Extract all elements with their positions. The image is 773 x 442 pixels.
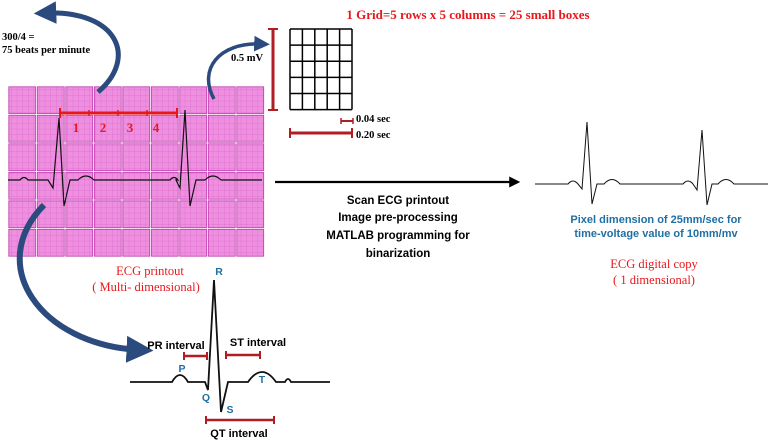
grid-legend-title: 1 Grid=5 rows x 5 columns = 25 small box… [346,7,589,22]
digital-caption-line-2: ( 1 dimensional) [613,273,695,287]
paper-small-grid [8,86,37,115]
grid-curved-arrow [206,35,270,100]
printout-caption-line-2: ( Multi- dimensional) [92,280,200,294]
paper-small-grid [207,143,236,172]
paper-small-grid [122,171,151,200]
paper-small-grid [207,114,236,143]
paper-small-grid [122,143,151,172]
paper-small-grid [65,200,94,229]
big-box-grid [289,28,353,111]
paper-small-grid [36,143,65,172]
printout-caption-line-1: ECG printout [116,264,184,278]
paper-small-grid [8,114,37,143]
paper-small-grid [122,114,151,143]
qt-interval-label: QT interval [210,428,267,440]
waveform-curved-arrow [16,202,154,363]
small-box-label: 0.04 sec [356,114,391,125]
rr-count-label-1: 1 [73,120,80,135]
digital-ecg-trace [535,121,768,206]
paper-small-grid [93,171,122,200]
paper-small-grid [150,200,179,229]
rate-curved-arrow [33,1,121,94]
process-step-1: Scan ECG printout [347,195,449,207]
rate-note-line-2: 75 beats per minute [2,45,91,56]
rr-count-label-3: 3 [127,120,134,135]
pr-interval-label: PR interval [147,340,204,352]
st-interval-label: ST interval [230,337,286,349]
paper-small-grid [236,86,265,115]
paper-small-grid [236,143,265,172]
paper-small-grid [179,143,208,172]
q-wave-label: Q [202,392,210,404]
digital-note-line-2: time-voltage value of 10mm/mv [574,228,738,240]
paper-small-grid [93,114,122,143]
paper-small-grid [122,86,151,115]
digital-caption-line-1: ECG digital copy [610,257,698,271]
paper-small-grid [207,200,236,229]
paper-small-grid [150,86,179,115]
paper-small-grid [179,171,208,200]
paper-small-grid [150,228,179,257]
paper-small-grid [179,228,208,257]
paper-small-grid [150,114,179,143]
large-box-label: 0.20 sec [356,130,391,141]
pqrst-waveform [130,279,330,413]
paper-small-grid [236,228,265,257]
r-wave-label: R [215,266,223,278]
paper-small-grid [8,171,37,200]
process-step-4: binarization [366,248,431,260]
digital-note-line-1: Pixel dimension of 25mm/sec for [570,214,742,226]
paper-small-grid [236,200,265,229]
paper-small-grid [207,86,236,115]
paper-small-grid [65,86,94,115]
process-step-3: MATLAB programming for [326,230,470,242]
paper-small-grid [207,171,236,200]
paper-small-grid [93,143,122,172]
paper-small-grid [36,171,65,200]
process-step-2: Image pre-processing [338,212,458,224]
paper-small-grid [65,228,94,257]
t-wave-label: T [259,374,266,386]
ecg-printout-paper: 1 2 3 4 [7,85,265,257]
p-wave-label: P [178,363,185,375]
paper-small-grid [236,114,265,143]
rate-note-line-1: 300/4 = [2,32,35,43]
paper-small-grid [122,200,151,229]
paper-small-grid [93,228,122,257]
paper-small-grid [179,86,208,115]
paper-small-grid [65,114,94,143]
s-wave-label: S [226,404,233,416]
paper-small-grid [179,200,208,229]
paper-small-grid [207,228,236,257]
rr-count-label-2: 2 [100,120,107,135]
paper-small-grid [8,143,37,172]
paper-small-grid [150,171,179,200]
paper-small-grid [65,143,94,172]
paper-small-grid [93,200,122,229]
rr-count-label-4: 4 [153,120,160,135]
paper-small-grid [36,228,65,257]
voltage-label: 0.5 mV [231,53,263,64]
printout-ecg-trace [8,109,262,207]
paper-small-grid [236,171,265,200]
paper-small-grid [150,143,179,172]
paper-small-grid [122,228,151,257]
